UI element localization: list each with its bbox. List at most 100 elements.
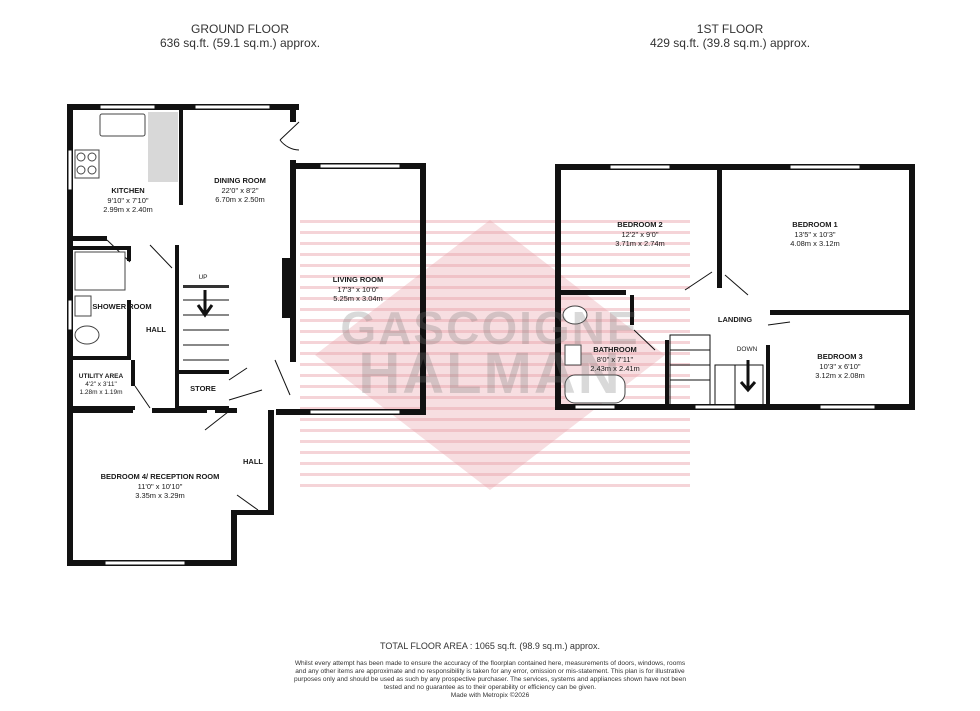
dining-room-label: DINING ROOM 22'0" x 8'2" 6.70m x 2.50m [195,176,285,205]
wall [420,163,426,415]
wall [127,300,131,360]
toilet [562,305,588,325]
bathroom-metric: 2.43m x 2.41m [590,364,640,373]
wall [630,295,634,325]
wall [268,410,274,515]
living-room-label: LIVING ROOM 17'3" x 10'0" 5.25m x 3.04m [318,275,398,304]
hall-1-name: HALL [146,325,166,334]
watermark-stripe [300,385,690,388]
watermark-stripe [300,352,690,355]
landing-label: LANDING [710,315,760,325]
bathroom-imperial: 8'0" x 7'11" [596,354,634,364]
wall [131,360,135,386]
first-floor-area: 429 sq.ft. (39.8 sq.m.) approx. [649,36,811,50]
shower-tray [74,251,126,291]
watermark-stripe [300,220,690,223]
window [99,104,156,110]
bedroom-2-metric: 3.71m x 2.74m [615,239,665,248]
living-room-imperial: 17'3" x 10'0" [337,284,379,294]
watermark-stripe [300,418,690,421]
bedroom-3-imperial: 10'3" x 6'10" [819,361,861,371]
utility-imperial: 4'2" x 3'11" [85,381,117,388]
bathroom-label: BATHROOM 8'0" x 7'11" 2.43m x 2.41m [585,345,645,374]
wall [665,340,669,410]
hall-2-label: HALL [236,457,270,467]
disclaimer: Whilst every attempt has been made to en… [293,660,687,692]
wall [73,246,131,250]
watermark-stripe [300,308,690,311]
bedroom-3-metric: 3.12m x 2.08m [815,371,865,380]
window [319,163,401,169]
wall [73,408,133,413]
ground-floor-area: 636 sq.ft. (59.1 sq.m.) approx. [159,36,321,50]
wall [561,290,626,295]
door-swing [724,274,749,296]
door-swing [279,121,300,151]
stairs-down-label: DOWN [736,346,758,353]
door-swing [134,385,151,409]
watermark-text-2: HALMAN [358,341,622,406]
watermark-stripe [300,330,690,333]
kitchen-sink [99,113,146,137]
door-swing [684,271,713,291]
wall [127,246,131,261]
watermark-stripe [300,429,690,432]
wall [231,510,274,515]
dining-room-imperial: 22'0" x 8'2" [221,185,259,195]
window [67,149,73,191]
kitchen-name: KITCHEN [111,186,145,195]
bedroom-1-label: BEDROOM 1 13'5" x 10'3" 4.08m x 3.12m [775,220,855,249]
store-label: STORE [181,384,225,394]
watermark-text-1: GASCOIGNE [340,302,640,354]
watermark-stripe [300,473,690,476]
watermark-stripe [300,407,690,410]
living-room-metric: 5.25m x 3.04m [333,294,383,303]
utility-label: UTILITY AREA 4'2" x 3'11" 1.28m x 1.19m [72,373,130,397]
bedroom-4-metric: 3.35m x 3.29m [135,491,185,500]
utility-metric: 1.28m x 1.19m [79,389,123,396]
window [67,299,73,331]
watermark-stripe [300,462,690,465]
bedroom-2-imperial: 12'2" x 9'0" [621,229,659,239]
bedroom-4-imperial: 11'0" x 10'10" [137,481,183,491]
watermark-stripe [300,363,690,366]
wall [909,164,915,410]
window [789,164,861,170]
made-with: Made with Metropix ©2026 [450,692,530,700]
wall [555,164,915,170]
watermark-stripe [300,341,690,344]
wall [717,170,722,288]
window [309,409,401,415]
watermark-stripe [300,440,690,443]
dining-room-metric: 6.70m x 2.50m [215,195,265,204]
bedroom-1-imperial: 13'5" x 10'3" [794,229,836,239]
chimney-breast [282,258,296,318]
bedroom-2-name: BEDROOM 2 [617,220,663,229]
window [574,404,616,410]
wall [215,408,237,413]
footer: TOTAL FLOOR AREA : 1065 sq.ft. (98.9 sq.… [290,641,690,652]
watermark-stripe [300,319,690,322]
window [104,560,186,566]
door-swing [228,367,248,381]
bedroom-1-metric: 4.08m x 3.12m [790,239,840,248]
stairs-up-label: UP [198,274,208,281]
bath [564,374,626,404]
ground-floor-title: GROUND FLOOR [190,22,289,36]
wall [152,408,207,413]
watermark-stripe [300,242,690,245]
watermark-stripe [300,231,690,234]
total-floor-area: TOTAL FLOOR AREA : 1065 sq.ft. (98.9 sq.… [380,641,600,651]
watermark-stripe [300,451,690,454]
wall [555,164,561,410]
wall [73,356,131,360]
wall [290,104,296,122]
window [609,164,671,170]
bedroom-3-label: BEDROOM 3 10'3" x 6'10" 3.12m x 2.08m [800,352,880,381]
hall-2-name: HALL [243,457,263,466]
wall [770,310,915,315]
bedroom-4-label: BEDROOM 4/ RECEPTION ROOM 11'0" x 10'10"… [95,472,225,501]
door-swing [633,329,656,351]
door-swing [767,321,791,326]
